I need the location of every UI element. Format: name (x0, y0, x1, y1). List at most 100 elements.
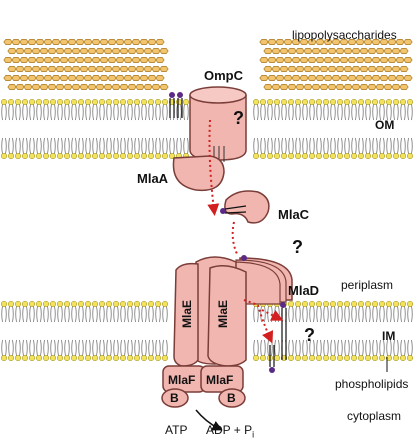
lipid-head (287, 300, 295, 308)
lps-sugar-unit (271, 84, 281, 90)
lipid-tail (372, 305, 378, 323)
lipid-tail (50, 137, 56, 155)
lps-sugar-unit (139, 56, 149, 64)
lipid-tail (113, 137, 119, 155)
lipid-tail (43, 103, 49, 121)
lipid-head (301, 300, 309, 308)
lipid-head (182, 98, 190, 106)
lipid-tail (288, 339, 294, 357)
lipid-tail (50, 103, 56, 121)
lipid-head (133, 354, 141, 362)
lps-sugar-unit (23, 47, 33, 55)
lipid-tail (15, 305, 21, 323)
lps-sugar-unit (143, 47, 153, 55)
lipid-tail (15, 137, 21, 155)
lipid-tail (330, 305, 336, 323)
lps-sugar-unit (371, 75, 381, 81)
lipid-head (252, 98, 260, 106)
lipid-tail (365, 103, 371, 121)
lipid-head (357, 354, 365, 362)
lipid-head (308, 152, 316, 160)
lipid-head (63, 98, 71, 106)
lps-sugar-unit (59, 56, 69, 64)
lps-sugar-unit (155, 56, 165, 64)
lipid-head (98, 300, 106, 308)
lps-sugar-unit (267, 56, 277, 64)
lps-sugar-unit (39, 47, 49, 55)
lipid-head (378, 354, 386, 362)
lps-sugar-unit (111, 66, 121, 72)
lipid-tail (106, 339, 112, 357)
lipid-head (259, 98, 267, 106)
question-mark-mlad: ? (304, 325, 315, 345)
lipid-tail (337, 305, 343, 323)
mlaf-left-label: MlaF (168, 373, 196, 387)
lps-sugar-unit (319, 66, 329, 72)
lipid-tail (260, 339, 266, 357)
mlaa-protein (172, 155, 225, 192)
lps-sugar-unit (379, 56, 389, 64)
lipid-head (7, 354, 15, 362)
lps-sugar-unit (323, 56, 333, 64)
lipid-head (294, 152, 302, 160)
lipid-head (119, 300, 127, 308)
lipid-tail (400, 339, 406, 357)
lipid-tail (176, 103, 182, 121)
lipid-head (364, 98, 372, 106)
lipid-head (371, 300, 379, 308)
lipid-tail (358, 137, 364, 155)
lipid-head (7, 98, 15, 106)
lipid-tail (260, 305, 266, 323)
lipid-tail (127, 305, 133, 323)
lipid-tail (64, 103, 70, 121)
lps-sugar-unit (131, 75, 141, 81)
lipid-head (126, 300, 134, 308)
lipid-head (140, 300, 148, 308)
lps-sugar-unit (151, 47, 161, 55)
lipid-tail (120, 137, 126, 155)
lipid-tail (253, 103, 259, 121)
lps-sugar-unit (335, 66, 345, 72)
lipid-head (49, 300, 57, 308)
lps-sugar-unit (11, 38, 21, 46)
lps-sugar-unit (387, 38, 397, 46)
lipid-tail (358, 305, 364, 323)
lipid-head (364, 152, 372, 160)
lipid-tail (393, 103, 399, 121)
lps-sugar-unit (319, 84, 329, 90)
lipid-head (35, 300, 43, 308)
lipid-head (98, 98, 106, 106)
lps-sugar-unit (123, 56, 133, 64)
lipid-tail (393, 137, 399, 155)
lipid-head (63, 354, 71, 362)
lps-sugar-unit (399, 47, 409, 55)
lps-sugar-unit (387, 75, 397, 81)
lipid-tail (337, 103, 343, 121)
om-label: OM (375, 118, 395, 132)
lps-sugar-unit (355, 56, 365, 64)
lipid-tail (120, 103, 126, 121)
lipid-tail (309, 305, 315, 323)
lipid-tail (351, 137, 357, 155)
lps-sugar-unit (403, 75, 413, 81)
lps-sugar-unit (391, 47, 401, 55)
lipid-head (77, 354, 85, 362)
lipid-head (21, 354, 29, 362)
lps-sugar-unit (95, 47, 105, 55)
lps-sugar-unit (131, 38, 141, 46)
mlab-right-label: B (227, 391, 236, 405)
lipid-tail (57, 339, 63, 357)
lipid-tail (295, 305, 301, 323)
lipid-head (266, 152, 274, 160)
lipid-head (399, 152, 407, 160)
lipid-head (294, 98, 302, 106)
lipid-tail (176, 137, 182, 155)
lipid-head (119, 152, 127, 160)
lipid-head (399, 98, 407, 106)
lipid-head (329, 98, 337, 106)
lipid-tail (337, 339, 343, 357)
lipid-tail (330, 137, 336, 155)
lps-sugar-unit (35, 56, 45, 64)
lps-sugar-unit (359, 47, 369, 55)
lipid-head (112, 98, 120, 106)
